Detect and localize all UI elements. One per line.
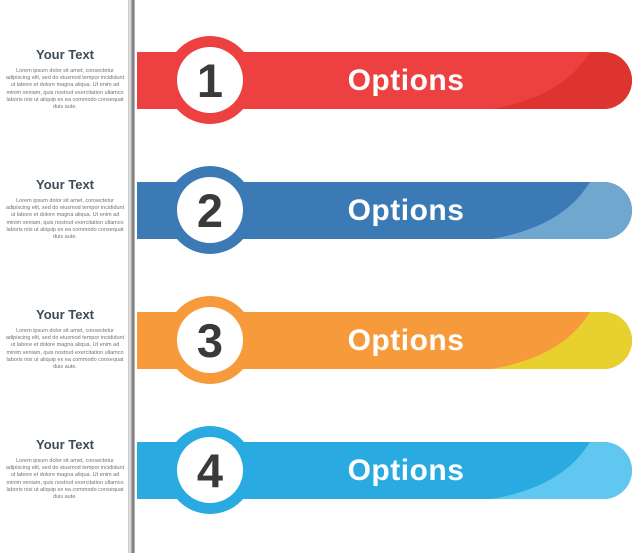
side-note-body: Lorem ipsum dolor sit amet, consectetur …	[5, 328, 125, 371]
side-note-heading: Your Text	[35, 47, 95, 62]
option-row-4: Your Text Lorem ipsum dolor sit amet, co…	[0, 426, 640, 553]
side-note-body: Lorem ipsum dolor sit amet, consectetur …	[5, 458, 125, 501]
step-number-circle-4: 4	[166, 426, 254, 514]
options-label: Options	[347, 453, 465, 487]
bar-swoosh-shape	[492, 312, 632, 369]
option-row-3: Your Text Lorem ipsum dolor sit amet, co…	[0, 296, 640, 426]
options-label: Options	[347, 323, 465, 357]
options-label: Options	[347, 63, 465, 97]
circle-inner: 4	[177, 437, 243, 503]
vertical-axis-line	[128, 0, 135, 553]
side-note-3: Your Text Lorem ipsum dolor sit amet, co…	[2, 307, 128, 371]
side-note-heading: Your Text	[35, 177, 95, 192]
bar-swoosh-shape	[492, 442, 632, 499]
step-number-circle-2: 2	[166, 166, 254, 254]
option-bar-2: Options	[137, 182, 632, 239]
side-note-1: Your Text Lorem ipsum dolor sit amet, co…	[2, 47, 128, 111]
option-row-2: Your Text Lorem ipsum dolor sit amet, co…	[0, 166, 640, 296]
side-note-heading: Your Text	[35, 437, 95, 452]
step-number: 2	[196, 183, 224, 237]
bar-swoosh-shape	[492, 52, 632, 109]
options-label: Options	[347, 193, 465, 227]
side-note-heading: Your Text	[35, 307, 95, 322]
step-number: 4	[196, 443, 224, 497]
side-note-body: Lorem ipsum dolor sit amet, consectetur …	[5, 68, 125, 111]
side-note-2: Your Text Lorem ipsum dolor sit amet, co…	[2, 177, 128, 241]
bar-swoosh-shape	[492, 182, 632, 239]
step-number: 1	[196, 53, 224, 107]
side-note-4: Your Text Lorem ipsum dolor sit amet, co…	[2, 437, 128, 501]
step-number-circle-1: 1	[166, 36, 254, 124]
step-number-circle-3: 3	[166, 296, 254, 384]
circle-inner: 2	[177, 177, 243, 243]
option-row-1: Your Text Lorem ipsum dolor sit amet, co…	[0, 36, 640, 166]
circle-inner: 3	[177, 307, 243, 373]
side-note-body: Lorem ipsum dolor sit amet, consectetur …	[5, 198, 125, 241]
step-number: 3	[196, 313, 224, 367]
circle-inner: 1	[177, 47, 243, 113]
